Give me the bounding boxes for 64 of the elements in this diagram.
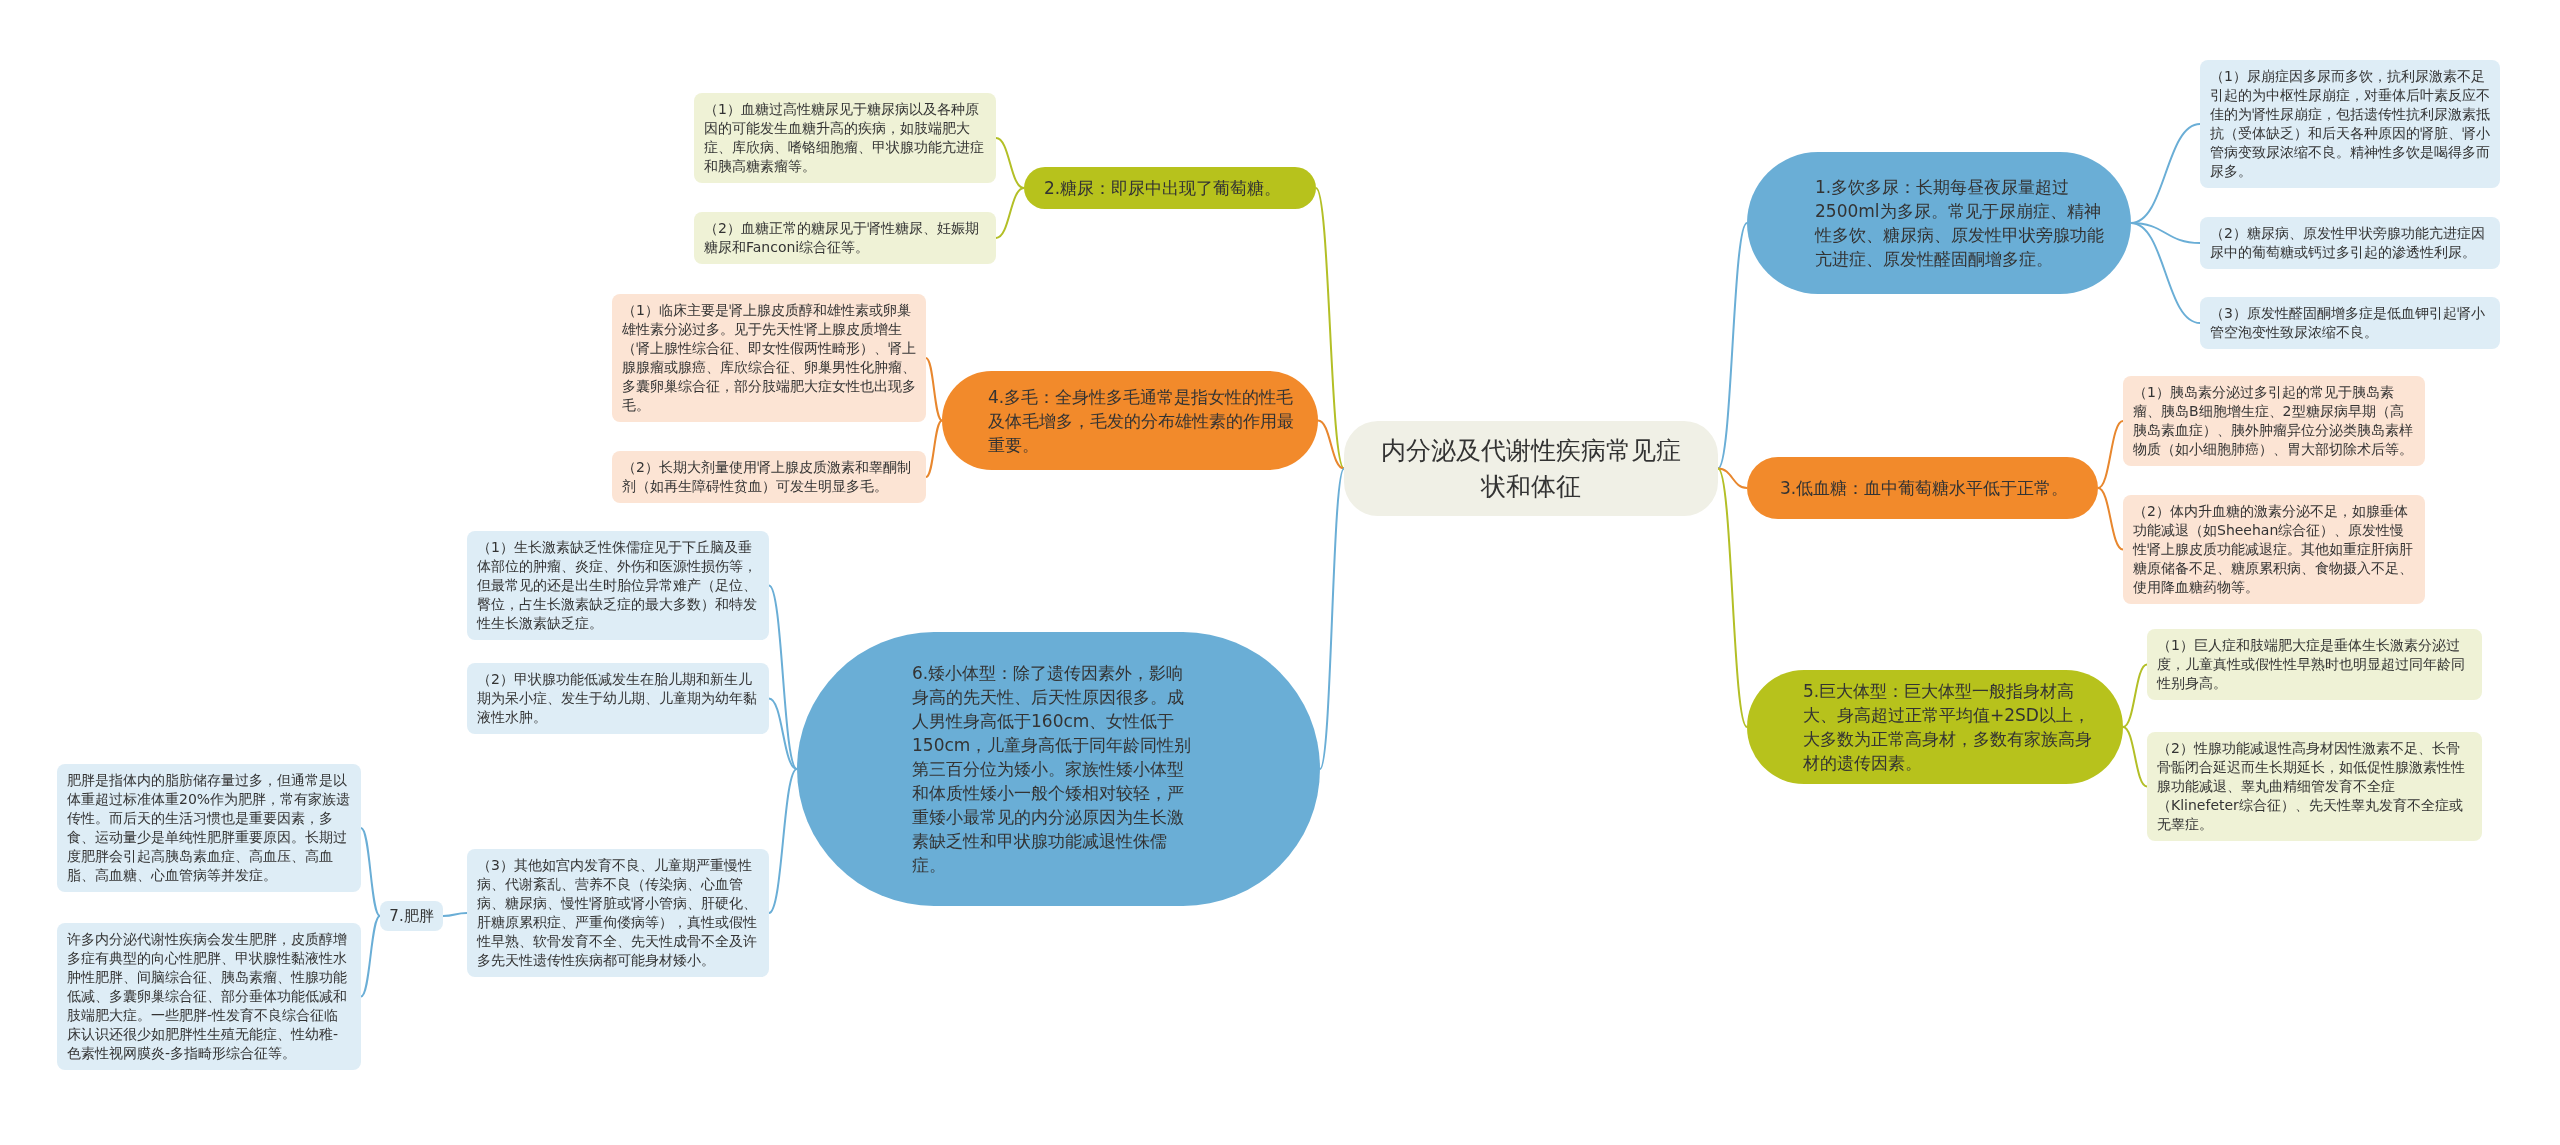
note-card [2200,217,2500,269]
note-text: 许多内分泌代谢性疾病会发生肥胖，皮质醇增多症有典型的向心性肥胖、甲状腺性黏液性水肿性肥胖、间脑综合征、胰岛素瘤、性腺功能低减、多囊卵巢综合征、部分垂体功能低减和肢端肥大症。一些肥胖-性发育不良综合征临床认识还很少如肥胖性生殖无能症、性幼稚-色素性视网膜炎-多指畸形综合征等。 [67,930,348,1063]
connector-line [1717,467,1748,728]
topic-text: 7.肥胖 [389,906,434,926]
connector-line [1315,187,1345,470]
note-text: 肥胖是指体内的脂肪储存量过多，但通常是以体重超过标准体重20%作为肥胖，常有家族遗传性。而后天的生活习惯也是重要因素，多食、运动量少是单纯性肥胖重要原因。长期过度肥胖会引起高胰岛素血症、高血压、高血脂、高血糖、心血管病等并发症。 [67,771,351,885]
central-topic [1344,421,1718,516]
connector-line [768,697,798,770]
connector-line [360,915,381,998]
note-card [2123,376,2425,466]
note-card [2147,732,2482,841]
connector-line [2097,487,2124,551]
note-card [2147,629,2482,700]
connector-line [2122,726,2148,788]
connector-line [442,912,468,917]
note-text: （1）胰岛素分泌过多引起的常见于胰岛素瘤、胰岛B细胞增生症、2型糖尿病早期（高胰岛素血症）、胰外肿瘤异位分泌类胰岛素样物质（如小细胞肺癌）、胃大部切除术后等。 [2133,383,2414,459]
connector-line [2122,663,2148,728]
topic-text: 6.矮小体型：除了遗传因素外，影响身高的先天性、后天性原因很多。成人男性身高低于160cm、女性低于150cm，儿童身高低于同年龄同性别第三百分位为矮小。家族性矮小体型和体质性矮小一般个矮相对较轻，严重矮小最常见的内分泌原因为生长激素缺乏性和甲状腺功能减退性侏儒症。 [912,662,1193,877]
note-text: （3）其他如宫内发育不良、儿童期严重慢性病、代谢紊乱、营养不良（传染病、心血管病、糖尿病、慢性肾脏或肾小管病、肝硬化、肝糖原累积症、严重佝偻病等），真性或假性性早熟、软骨发育不全、先天性成骨不全及许多先天性遗传性疾病都可能身材矮小。 [477,856,758,970]
note-card [467,663,769,734]
connector-line [768,768,798,914]
note-text: （2）血糖正常的糖尿见于肾性糖尿、妊娠期糖尿和Fanconi综合征等。 [704,219,980,257]
topic-text: 1.多饮多尿：长期每昼夜尿量超过2500ml为多尿。常见于尿崩症、精神性多饮、糖尿病、原发性甲状旁腺功能亢进症、原发性醛固酮增多症。 [1815,176,2105,271]
connector-line [1317,419,1345,470]
note-text: （2）甲状腺功能低减发生在胎儿期和新生儿期为呆小症、发生于幼儿期、儿童期为幼年黏液性水肿。 [477,670,758,727]
note-text: （3）原发性醛固酮增多症是低血钾引起肾小管空泡变性致尿浓缩不良。 [2210,304,2486,342]
topic-text: 2.糖尿：即尿中出现了葡萄糖。 [1044,177,1282,200]
note-card [2123,495,2425,604]
note-text: （1）尿崩症因多尿而多饮，抗利尿激素不足引起的为中枢性尿崩症，对垂体后叶素反应不佳的为肾性尿崩症，包括遗传性抗利尿激素抵抗（受体缺乏）和后天各种原因的肾脏、肾小管病变致尿浓缩不良。精神性多饮是喝得多而尿多。 [2210,67,2490,181]
topic-text: 3.低血糖：血中葡萄糖水平低于正常。 [1780,477,2069,500]
connector-line [925,419,943,478]
note-card [467,531,769,640]
note-card [467,849,769,977]
connector-line [995,137,1025,189]
note-text: （1）临床主要是肾上腺皮质醇和雄性素或卵巢雄性素分泌过多。见于先天性肾上腺皮质增生（肾上腺性综合征、即女性假两性畸形）、肾上腺腺瘤或腺癌、库欣综合征、卵巢男性化肿瘤、多囊卵巢综合征，部分肢端肥大症女性也出现多毛。 [622,301,916,415]
note-card [2200,297,2500,349]
note-text: （2）体内升血糖的激素分泌不足，如腺垂体功能减退（如Sheehan综合征）、原发性慢性肾上腺皮质功能减退症。其他如重症肝病肝糖原储备不足、糖原累积病、食物摄入不足、使用降血糖药物等。 [2133,502,2414,597]
connector-line [2097,420,2124,489]
note-text: （1）巨人症和肢端肥大症是垂体生长激素分泌过度，儿童真性或假性性早熟时也明显超过同年龄同性别身高。 [2157,636,2466,693]
topic-text: 内分泌及代谢性疾病常见症状和体征 [1380,434,1682,503]
note-card [612,294,926,422]
note-text: （2）糖尿病、原发性甲状旁腺功能亢进症因尿中的葡萄糖或钙过多引起的渗透性利尿。 [2210,224,2486,262]
note-text: （1）生长激素缺乏性侏儒症见于下丘脑及垂体部位的肿瘤、炎症、外伤和医源性损伤等，但最常见的还是出生时胎位异常难产（足位、臀位，占生长激素缺乏症的最大多数）和特发性生长激素缺乏症。 [477,538,758,633]
connector-line [925,357,943,422]
topic-pill [1024,167,1316,209]
note-card [2200,60,2500,188]
connector-line [768,584,798,770]
connector-line [2130,222,2201,324]
note-card [694,212,996,264]
note-text: （2）长期大剂量使用肾上腺皮质激素和睾酮制剂（如再生障碍性贫血）可发生明显多毛。 [622,458,912,496]
connector-line [995,187,1025,239]
note-text: （1）血糖过高性糖尿见于糖尿病以及各种原因的可能发生血糖升高的疾病，如肢端肥大症、库欣病、嗜铬细胞瘤、甲状腺功能亢进症和胰高糖素瘤等。 [704,100,985,176]
note-card [57,764,361,892]
note-card [694,93,996,183]
connector-line [1717,222,1748,470]
connector-line [1717,467,1748,489]
topic-tag [380,901,443,931]
topic-text: 4.多毛：全身性多毛通常是指女性的性毛及体毛增多，毛发的分布雄性素的作用最重要。 [988,385,1295,457]
connector-line [360,827,381,917]
note-card [57,923,361,1070]
topic-text: 5.巨大体型：巨大体型一般指身材高大、身高超过正常平均值+2SD以上，大多数为正常高身材，多数有家族高身材的遗传因素。 [1803,680,2093,775]
connector-line [1319,467,1345,770]
note-text: （2）性腺功能减退性高身材因性激素不足、长骨骨骺闭合延迟而生长期延长，如低促性腺激素性性腺功能减退、睾丸曲精细管发育不全症（Klinefeter综合征）、先天性睾丸发育不全症或无睾症。 [2157,739,2466,834]
note-card [612,451,926,503]
